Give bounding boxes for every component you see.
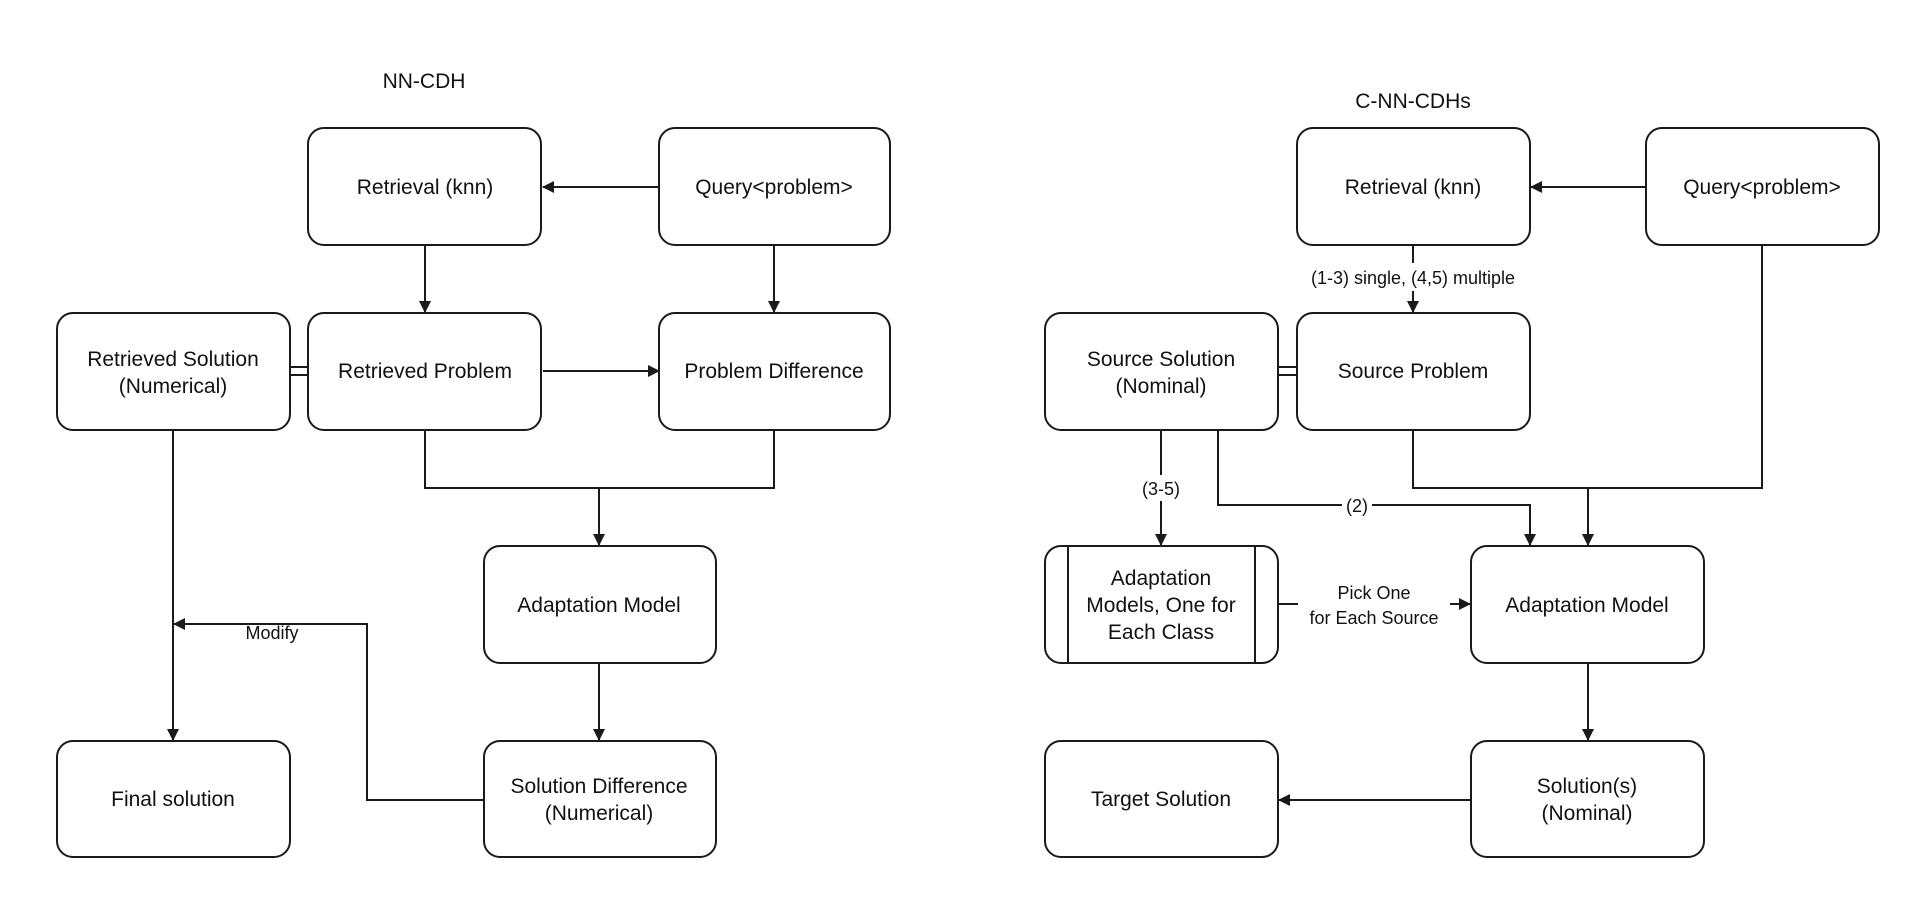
node-retrieved-solution: Retrieved Solution (Numerical): [56, 312, 291, 431]
node-solution-difference: Solution Difference (Numerical): [483, 740, 717, 858]
node-query-left: Query<problem>: [658, 127, 891, 246]
edge-label-three-to-five: (3-5): [1142, 479, 1180, 499]
node-label-line-1: Retrieved Solution: [87, 348, 259, 371]
node-label-line-1: Solution(s): [1537, 775, 1637, 798]
node-target-solution: Target Solution: [1044, 740, 1279, 858]
node-adaptation-models-process: Adaptation Models, One for Each Class: [1044, 545, 1279, 664]
edge-label-bg: [1290, 263, 1536, 291]
node-label: Source Problem: [1338, 360, 1489, 383]
node-label-line-1: Solution Difference: [510, 775, 687, 798]
node-label-line-2: Models, One for: [1086, 594, 1235, 617]
edge-query-to-adaptation-model-right: [1582, 246, 1763, 546]
node-label: Query<problem>: [1683, 176, 1841, 199]
edge-label-single-multiple: (1-3) single, (4,5) multiple: [1311, 268, 1515, 288]
node-label: Retrieval (knn): [357, 176, 494, 199]
edge-source-problem-to-merge: [1412, 430, 1588, 489]
node-label: Retrieval (knn): [1345, 176, 1482, 199]
node-final-solution: Final solution: [56, 740, 291, 858]
left-diagram-title: NN-CDH: [383, 70, 466, 93]
right-diagram-title: C-NN-CDHs: [1355, 90, 1470, 113]
edge-merge-bracket: [424, 430, 775, 489]
node-source-problem: Source Problem: [1296, 312, 1531, 431]
node-label: Target Solution: [1091, 788, 1231, 811]
node-problem-difference: Problem Difference: [658, 312, 891, 431]
edge-equivalence-right: [1278, 366, 1296, 376]
node-label-line-1: Source Solution: [1087, 348, 1235, 371]
node-label-line-1: Adaptation: [1111, 567, 1211, 590]
node-label-line-2: (Numerical): [119, 375, 228, 398]
node-label: Adaptation Model: [517, 594, 680, 617]
edge-label-bg: [1342, 493, 1372, 517]
edge-solution-difference-modify: [173, 618, 484, 801]
edge-source-solution-to-adaptation-model: [1217, 430, 1536, 546]
node-adaptation-model-left: Adaptation Model: [483, 545, 717, 664]
edge-equivalence-left: [290, 366, 308, 376]
node-retrieval-left: Retrieval (knn): [307, 127, 542, 246]
node-label: Query<problem>: [695, 176, 853, 199]
node-label: Problem Difference: [684, 360, 863, 383]
edge-label-bg: [1136, 475, 1186, 501]
node-adaptation-model-right: Adaptation Model: [1470, 545, 1705, 664]
node-label-line-2: (Nominal): [1541, 802, 1632, 825]
node-label: Retrieved Problem: [338, 360, 512, 383]
edge-label-bg: [1298, 582, 1450, 630]
edge-label-pick-one-line-2: for Each Source: [1309, 608, 1438, 628]
node-label: Final solution: [111, 788, 235, 811]
edge-label-pick-one-line-1: Pick One: [1337, 583, 1410, 603]
edge-label-two: (2): [1346, 496, 1368, 516]
node-retrieved-problem: Retrieved Problem: [307, 312, 542, 431]
node-label-line-2: (Numerical): [545, 802, 654, 825]
node-query-right: Query<problem>: [1645, 127, 1880, 246]
left-edges: [167, 181, 780, 801]
edge-label-modify: Modify: [245, 623, 298, 643]
node-label-line-2: (Nominal): [1115, 375, 1206, 398]
node-source-solution: Source Solution (Nominal): [1044, 312, 1279, 431]
node-retrieval-right: Retrieval (knn): [1296, 127, 1531, 246]
node-label-line-3: Each Class: [1108, 621, 1214, 644]
node-label: Adaptation Model: [1505, 594, 1668, 617]
node-solutions: Solution(s) (Nominal): [1470, 740, 1705, 858]
